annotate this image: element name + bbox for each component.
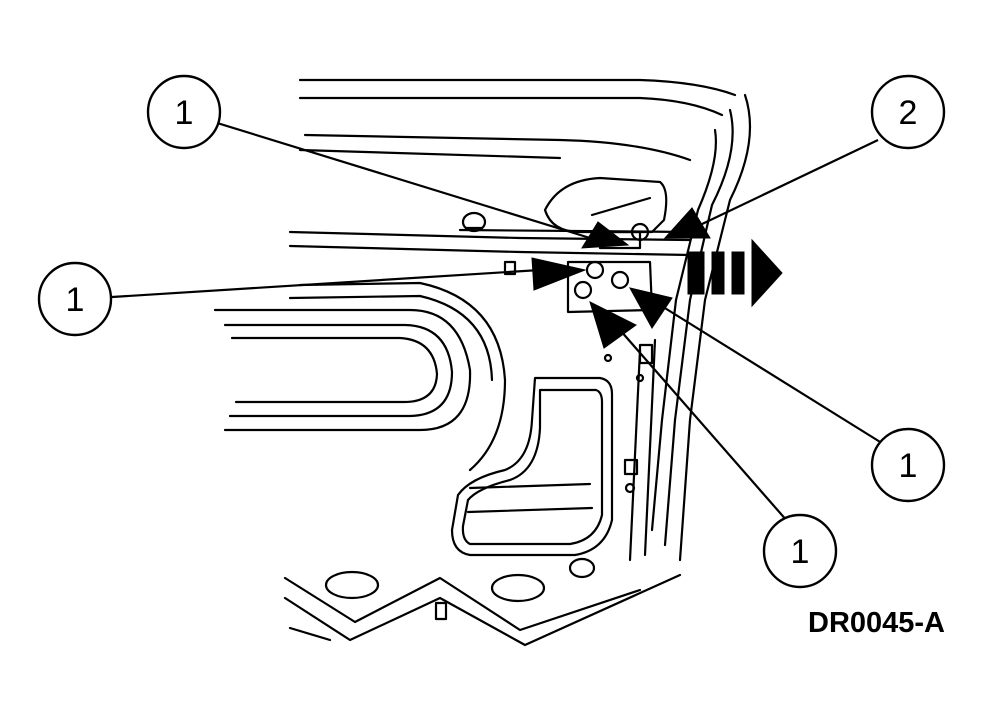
callout-bubble-1-left: 1 [37,261,113,337]
drain-hole-3 [568,557,596,579]
lower-pocket-inner [461,388,604,546]
belt-rail-upper [288,230,692,242]
latch-screw-top [630,222,650,242]
callout-bubble-1-right: 1 [870,427,946,503]
drain-hole-2 [490,573,546,603]
inner-channel-2 [643,338,657,557]
inner-panel-contour-2 [288,294,494,382]
window-frame-line-2 [298,96,724,117]
rail-clip [461,211,487,233]
callout-label: 1 [791,533,810,571]
bottom-hem-2 [283,573,682,647]
door-panel-illustration [213,78,752,647]
hole-1 [624,482,636,494]
direction-dash-2 [711,251,725,295]
inner-channel [628,348,642,562]
window-frame-line-3 [303,133,692,162]
callout-bubble-1-bottom: 1 [762,513,838,589]
removal-direction-arrow [687,238,783,308]
arrowhead-1-bottom [589,301,637,349]
window-frame-line-4 [298,148,562,160]
leader-line-1-bottom [619,329,789,523]
callout-bubble-1-top: 1 [146,74,222,150]
inner-panel-contour [298,281,507,472]
window-frame-line-1 [298,78,737,97]
leader-lines [111,120,886,523]
direction-arrowhead [751,238,783,308]
arrowhead-1-right [629,287,673,329]
arrowhead-1-left [531,257,587,291]
callout-circle [37,261,113,337]
handle-cup-inner [590,196,652,217]
access-opening-inner [230,336,439,404]
callout-label: 1 [175,94,194,132]
bottom-hem-3 [288,626,332,642]
slot-3 [503,260,517,276]
callout-circle [762,513,838,589]
latch-screw-upper-right [610,270,630,290]
callout-circle [870,427,946,503]
callout-bubble-2: 2 [870,74,946,150]
bottom-hem-1 [283,576,642,632]
direction-dash-1 [687,251,705,295]
arrowheads [531,207,711,349]
belt-rail-lower [288,244,692,257]
access-opening-outer [213,308,472,432]
leader-line-1-left [111,268,541,299]
lower-pocket-rib-2 [466,506,594,514]
leader-line-1-right [659,304,886,446]
hole-2 [603,353,613,363]
callout-label: 1 [66,281,85,319]
latch-screw-lower [573,280,593,300]
lower-pocket-rib-1 [468,482,592,490]
door-rear-edge-outer [678,93,752,562]
drain-hole-1 [324,570,380,600]
hem-slot [434,601,448,621]
callout-label: 2 [899,94,918,132]
latch-screw-upper-left [585,260,605,280]
hole-3 [635,373,645,383]
door-rear-edge-inner [663,108,734,547]
direction-dash-3 [731,251,745,295]
arrowhead-1-top [581,221,630,249]
leader-line-2 [699,139,879,226]
access-opening-mid [223,323,454,418]
lower-pocket-outer [450,376,614,557]
slot-1 [623,458,639,476]
arrowhead-2 [663,207,711,239]
callout-circle [870,74,946,150]
handle-cup [543,176,668,234]
door-rear-edge-flange [650,128,718,532]
figure-id: DR0045-A [808,607,945,639]
callout-circle [146,74,222,150]
callout-label: 1 [899,447,918,485]
leader-line-1-top [213,120,591,240]
